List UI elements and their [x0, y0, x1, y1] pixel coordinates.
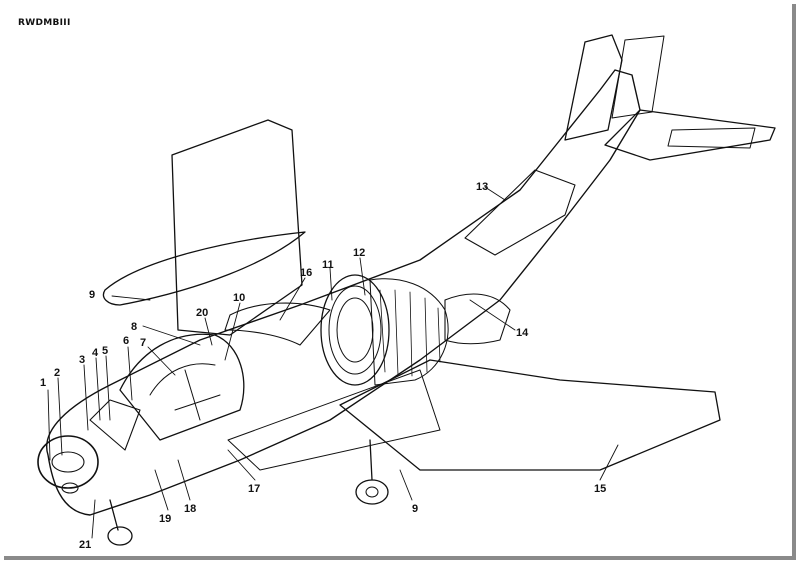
near-wing-structure-cutaway	[227, 369, 441, 471]
callout-20: 20	[196, 307, 208, 319]
stabilizer-structure-cutaway	[667, 127, 756, 149]
callout-19: 19	[159, 513, 171, 525]
callout-5: 5	[102, 345, 108, 357]
callout-10: 10	[233, 292, 245, 304]
callout-1: 1	[40, 377, 46, 389]
fin-structure-cutaway	[611, 35, 665, 119]
nose-intake	[37, 399, 141, 494]
callout-7: 7	[140, 337, 146, 349]
horizontal-stabilizer	[604, 109, 776, 161]
cutaway-drawing-sheet: RWDMBIII	[18, 18, 776, 551]
callout-21: 21	[79, 539, 91, 551]
callout-11: 11	[322, 259, 334, 271]
callout-18: 18	[184, 503, 196, 515]
callout-13: 13	[476, 181, 488, 193]
callout-12: 12	[353, 247, 365, 259]
callout-16: 16	[300, 267, 312, 279]
callout-8: 8	[131, 321, 137, 333]
aircraft-cutaway-illustration: 1 2 3 4 5 6 7 8 9 9 10 11 12 13 14 15 16…	[37, 34, 776, 551]
jet-engine-cutaway	[320, 274, 511, 386]
fuselage-outline	[46, 69, 641, 516]
callout-6: 6	[123, 335, 129, 347]
callout-15: 15	[594, 483, 606, 495]
cockpit-cutaway	[119, 302, 331, 441]
callout-17: 17	[248, 483, 260, 495]
callout-leader-lines	[47, 186, 619, 539]
callout-9-far-tank: 9	[89, 289, 95, 301]
callout-2: 2	[54, 367, 60, 379]
callout-14: 14	[516, 327, 529, 339]
vertical-tail-fin	[564, 34, 623, 141]
far-wing-tip-tank	[102, 231, 306, 306]
callout-3: 3	[79, 354, 85, 366]
watermark-text: RWDMBIII	[18, 18, 71, 28]
callout-9-near-tank: 9	[412, 503, 418, 515]
nose-landing-gear	[107, 499, 133, 546]
near-wing	[339, 359, 721, 471]
callout-4: 4	[92, 347, 99, 359]
rear-fuselage-structure-cutaway	[464, 169, 576, 256]
far-wing	[171, 119, 303, 336]
main-landing-gear	[355, 439, 389, 505]
